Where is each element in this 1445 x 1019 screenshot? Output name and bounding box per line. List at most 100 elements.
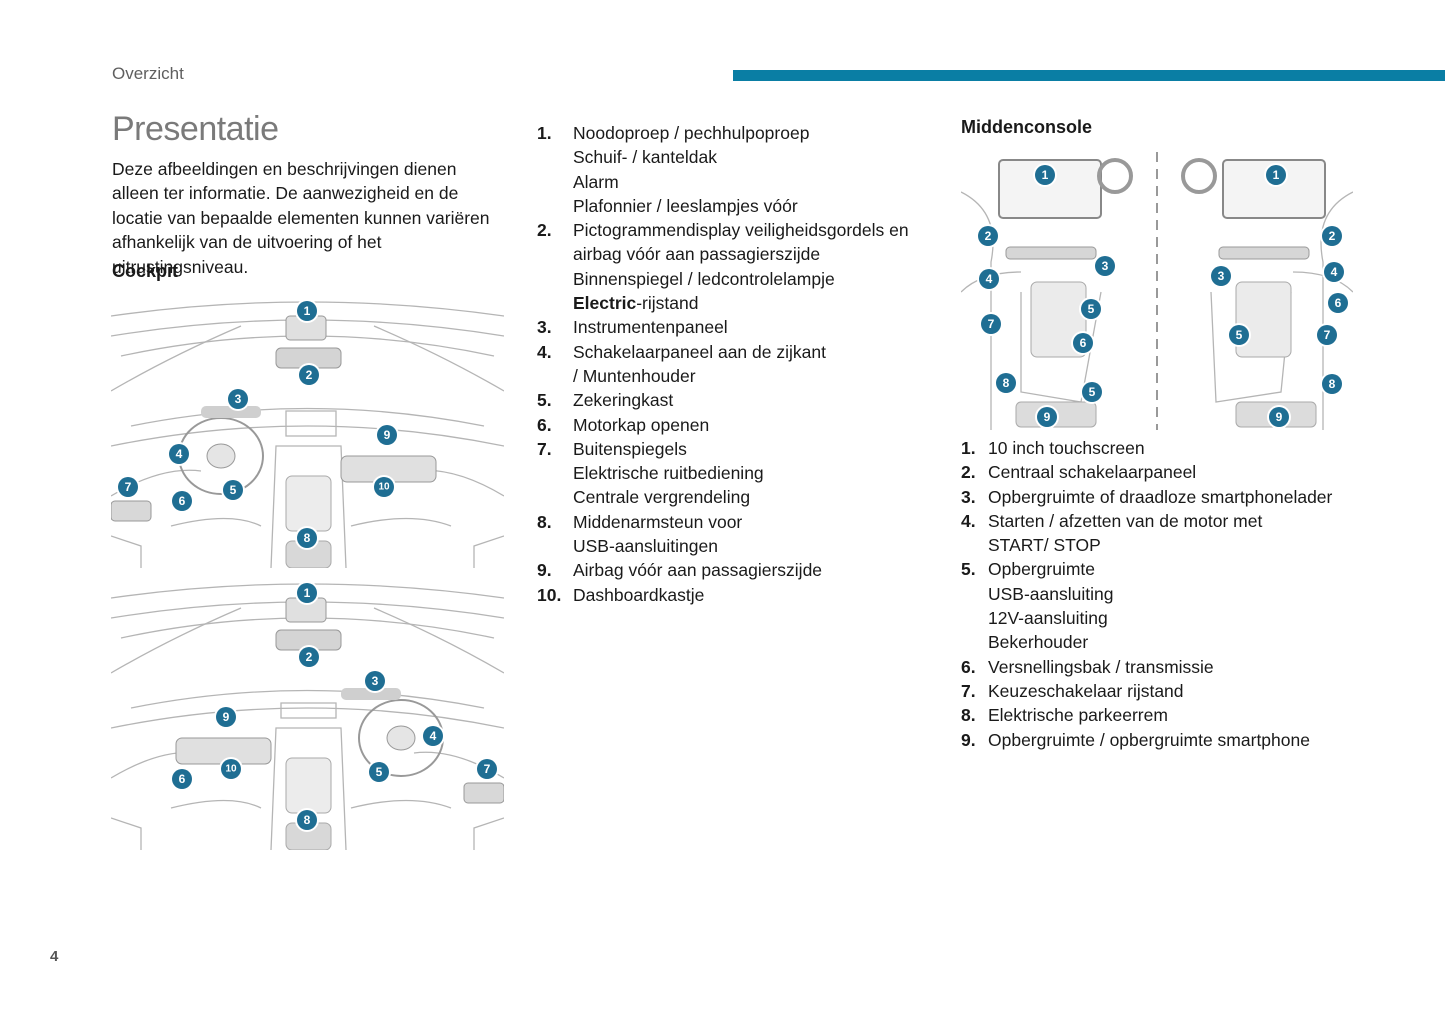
console-marker-3-lhd: 3 bbox=[1093, 254, 1117, 278]
svg-text:3: 3 bbox=[1218, 269, 1225, 283]
svg-text:5: 5 bbox=[376, 765, 383, 779]
list-item: 9. Airbag vóór aan passagierszijde bbox=[537, 560, 823, 581]
console-marker-4-lhd: 4 bbox=[977, 267, 1001, 291]
list-item: 6. Motorkap openen bbox=[537, 414, 710, 435]
list-item: 3. Instrumentenpaneel bbox=[537, 317, 728, 338]
svg-text:4: 4 bbox=[1331, 265, 1338, 279]
console-marker-9-lhd: 9 bbox=[1035, 405, 1059, 429]
list-item: 8. Elektrische parkeerrem bbox=[961, 705, 1168, 726]
svg-text:5: 5 bbox=[1236, 328, 1243, 342]
svg-text:5: 5 bbox=[1089, 385, 1096, 399]
cockpit-marker-7: 7 bbox=[116, 475, 140, 499]
svg-text:2: 2 bbox=[1329, 229, 1336, 243]
cockpit-marker-3: 3 bbox=[226, 387, 250, 411]
console-marker-1-lhd: 1 bbox=[1033, 163, 1057, 187]
list-item: 2. Centraal schakelaarpaneel bbox=[961, 462, 1197, 483]
cockpit-rhd-marker-2: 2 bbox=[297, 645, 321, 669]
list-item: 4. Starten / afzetten van de motor met S… bbox=[961, 510, 1263, 556]
cockpit-marker-6: 6 bbox=[170, 489, 194, 513]
cockpit-marker-1: 1 bbox=[295, 299, 319, 323]
console-diagram: 1 2 3 4 5 6 7 8 5 9 1 2 3 4 5 6 7 8 9 bbox=[961, 152, 1353, 430]
console-marker-2-rhd: 2 bbox=[1320, 224, 1344, 248]
cockpit-marker-2: 2 bbox=[297, 363, 321, 387]
console-marker-6-lhd: 6 bbox=[1071, 331, 1095, 355]
svg-text:8: 8 bbox=[1329, 377, 1336, 391]
list-item: 5. Zekeringkast bbox=[537, 390, 674, 411]
svg-text:6: 6 bbox=[179, 494, 186, 508]
intro-paragraph: Deze afbeeldingen en beschrijvingen dien… bbox=[112, 159, 490, 277]
svg-text:3: 3 bbox=[372, 674, 379, 688]
svg-text:6: 6 bbox=[1080, 336, 1087, 350]
console-marker-5b-lhd: 5 bbox=[1080, 380, 1104, 404]
svg-text:2: 2 bbox=[306, 368, 313, 382]
cockpit-rhd-marker-9: 9 bbox=[214, 705, 238, 729]
cockpit-marker-5: 5 bbox=[221, 478, 245, 502]
svg-text:4: 4 bbox=[430, 729, 437, 743]
svg-text:3: 3 bbox=[235, 392, 242, 406]
svg-text:9: 9 bbox=[1276, 410, 1283, 424]
console-marker-6-rhd: 6 bbox=[1326, 291, 1350, 315]
list-item: 1. 10 inch touchscreen bbox=[961, 438, 1145, 458]
cockpit-marker-4: 4 bbox=[167, 442, 191, 466]
console-marker-1-rhd: 1 bbox=[1264, 163, 1288, 187]
page-number: 4 bbox=[50, 948, 59, 965]
cockpit-heading: Cockpit bbox=[112, 261, 179, 281]
console-marker-4-rhd: 4 bbox=[1322, 260, 1346, 284]
svg-text:5: 5 bbox=[1088, 302, 1095, 316]
svg-text:10: 10 bbox=[225, 764, 237, 775]
svg-text:1: 1 bbox=[1042, 168, 1049, 182]
svg-text:10: 10 bbox=[378, 482, 390, 493]
svg-text:4: 4 bbox=[176, 447, 183, 461]
svg-text:9: 9 bbox=[223, 710, 230, 724]
console-marker-9-rhd: 9 bbox=[1267, 405, 1291, 429]
console-marker-7-lhd: 7 bbox=[979, 312, 1003, 336]
list-item: 9. Opbergruimte / opbergruimte smartphon… bbox=[961, 729, 1310, 750]
console-marker-7-rhd: 7 bbox=[1315, 323, 1339, 347]
cockpit-marker-10: 10 bbox=[372, 475, 396, 499]
svg-text:7: 7 bbox=[1324, 328, 1331, 342]
console-marker-8-rhd: 8 bbox=[1320, 372, 1344, 396]
console-marker-8-lhd: 8 bbox=[994, 371, 1018, 395]
console-marker-5-rhd: 5 bbox=[1227, 323, 1251, 347]
list-item: 5. Opbergruimte USB-aansluiting 12V-aans… bbox=[961, 559, 1114, 653]
cockpit-rhd-marker-1: 1 bbox=[295, 581, 319, 605]
list-item: 2. Pictogrammendisplay veiligheidsgordel… bbox=[537, 220, 909, 314]
svg-text:8: 8 bbox=[1003, 376, 1010, 390]
svg-text:6: 6 bbox=[179, 772, 186, 786]
svg-text:9: 9 bbox=[384, 428, 391, 442]
section-label: Overzicht bbox=[112, 64, 184, 83]
cockpit-rhd-marker-5: 5 bbox=[367, 760, 391, 784]
list-item: 1. Noodoproep / pechhulpoproep Schuif- /… bbox=[537, 123, 810, 216]
console-heading: Middenconsole bbox=[961, 117, 1093, 137]
svg-text:8: 8 bbox=[304, 531, 311, 545]
cockpit-marker-8: 8 bbox=[295, 526, 319, 550]
console-legend-list: 1. 10 inch touchscreen 2. Centraal schak… bbox=[961, 436, 1401, 752]
svg-text:2: 2 bbox=[306, 650, 313, 664]
page-title: Presentatie bbox=[112, 110, 279, 148]
svg-text:4: 4 bbox=[986, 272, 993, 286]
list-item: 8. Middenarmsteun voor USB-aansluitingen bbox=[537, 511, 743, 557]
svg-text:6: 6 bbox=[1335, 296, 1342, 310]
svg-text:3: 3 bbox=[1102, 259, 1109, 273]
list-item: 7. Buitenspiegels Elektrische ruitbedien… bbox=[537, 438, 764, 508]
svg-text:9: 9 bbox=[1044, 410, 1051, 424]
svg-text:1: 1 bbox=[304, 304, 311, 318]
console-marker-2-lhd: 2 bbox=[976, 224, 1000, 248]
cockpit-rhd-marker-6: 6 bbox=[170, 767, 194, 791]
cockpit-rhd-marker-10: 10 bbox=[219, 757, 243, 781]
section-accent-bar bbox=[733, 70, 1445, 81]
cockpit-diagram-rhd: 1 2 3 4 5 6 7 8 9 10 bbox=[111, 578, 504, 850]
svg-text:2: 2 bbox=[985, 229, 992, 243]
console-marker-5-lhd: 5 bbox=[1079, 297, 1103, 321]
list-item: 4. Schakelaarpaneel aan de zijkant / Mun… bbox=[537, 341, 826, 386]
list-item: 3. Opbergruimte of draadloze smartphonel… bbox=[961, 486, 1333, 507]
cockpit-diagram-lhd: 1 2 3 4 5 6 7 8 9 10 bbox=[111, 296, 504, 568]
cockpit-marker-9: 9 bbox=[375, 423, 399, 447]
console-marker-3-rhd: 3 bbox=[1209, 264, 1233, 288]
svg-text:8: 8 bbox=[304, 813, 311, 827]
svg-text:5: 5 bbox=[230, 483, 237, 497]
cockpit-rhd-marker-8: 8 bbox=[295, 808, 319, 832]
list-item: 6. Versnellingsbak / transmissie bbox=[961, 656, 1214, 677]
svg-text:1: 1 bbox=[304, 586, 311, 600]
cockpit-rhd-marker-4: 4 bbox=[421, 724, 445, 748]
